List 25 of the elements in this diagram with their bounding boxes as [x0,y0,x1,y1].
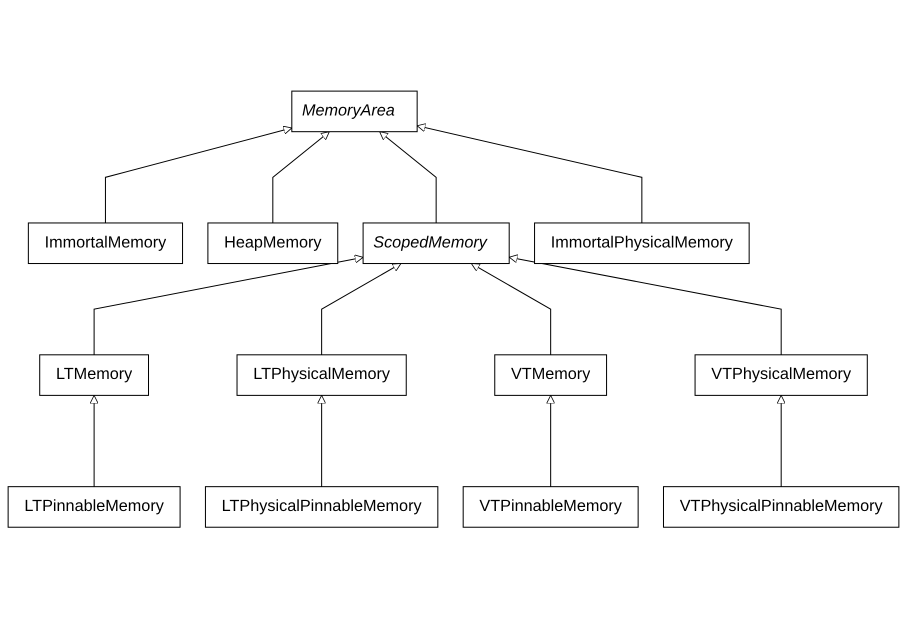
node-box: LTPhysicalMemory [236,354,407,396]
arrow [416,124,642,224]
node-box: VTMemory [494,354,608,396]
node-box: VTPhysicalMemory [694,354,868,396]
arrow [272,132,330,224]
node-box: ImmortalPhysicalMemory [534,222,750,264]
node-box: LTPinnableMemory [8,486,181,528]
arrow [508,254,782,356]
arrow [321,263,402,356]
arrow [470,263,552,356]
arrow [317,395,326,487]
arrow [379,132,437,224]
arrow [104,126,292,224]
arrow [94,254,364,356]
node-box: LTPhysicalPinnableMemory [204,486,438,528]
node-box: ImmortalMemory [28,222,184,264]
node-box: LTMemory [39,354,150,396]
node-box: VTPhysicalPinnableMemory [662,486,900,528]
node-box: ScopedMemory [362,222,510,264]
node-box: HeapMemory [207,222,338,264]
arrow [546,395,556,487]
arrow [776,395,786,487]
node-box: VTPinnableMemory [462,486,639,528]
arrow [90,395,99,487]
node-box: MemoryArea [291,90,418,133]
